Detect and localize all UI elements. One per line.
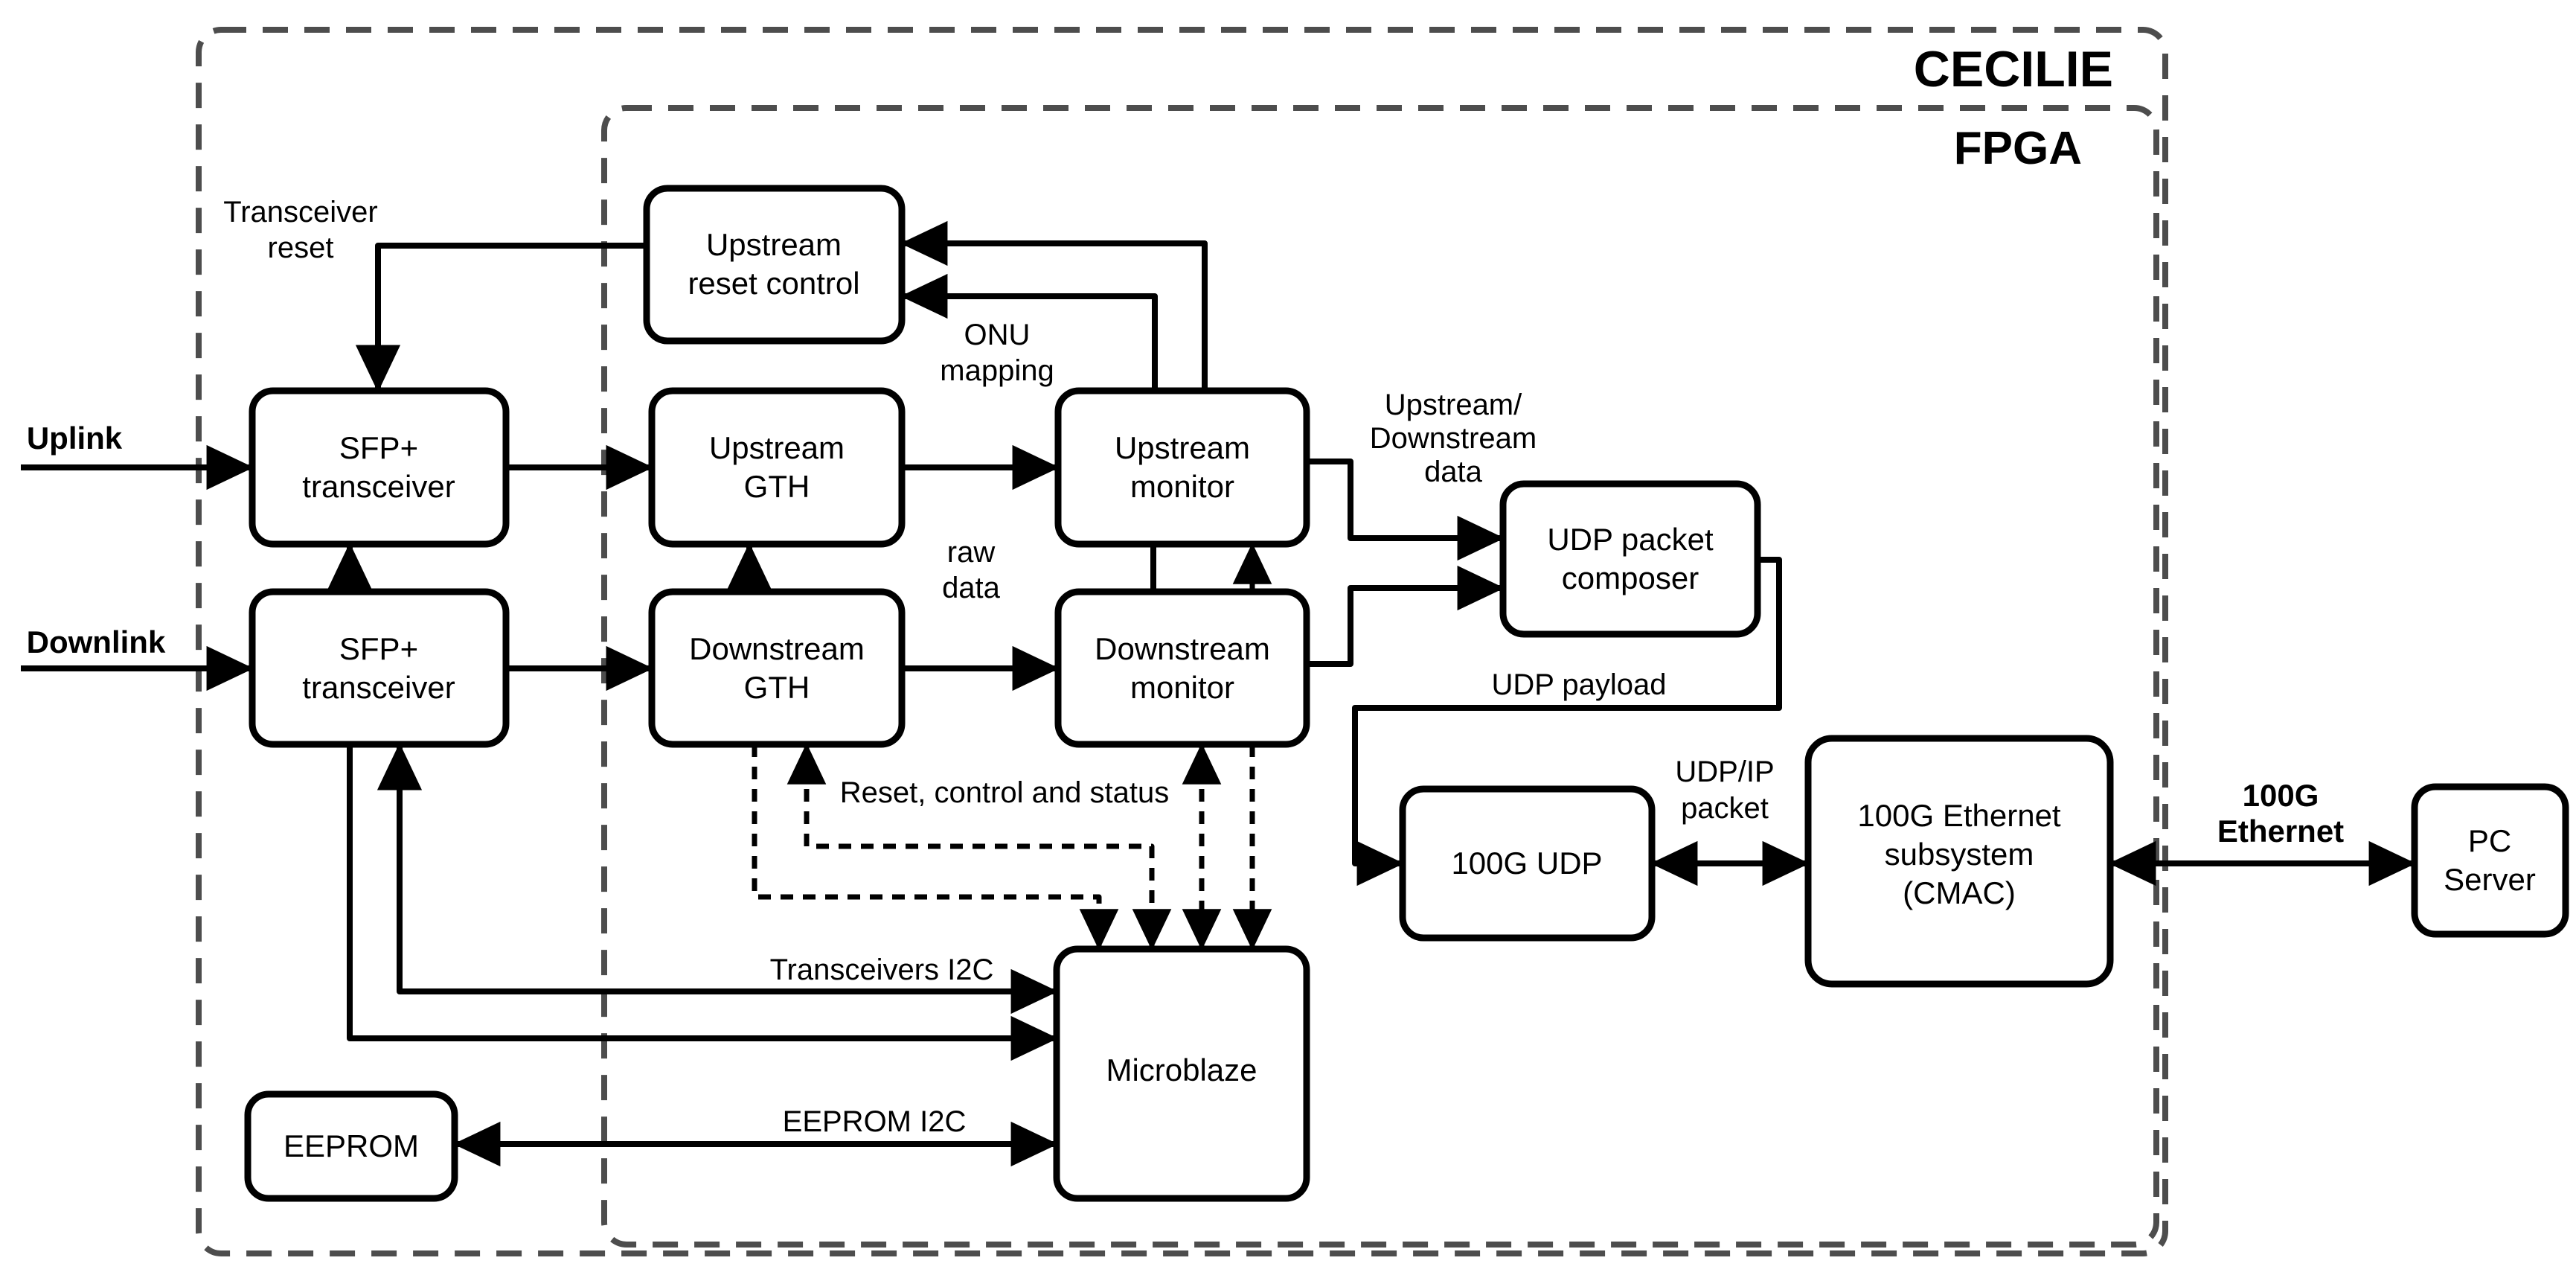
- upstream-gth-box: [648, 387, 906, 548]
- eeprom-i2c-label: EEPROM I2C: [783, 1105, 967, 1138]
- udp-payload-label: UDP payload: [1492, 668, 1667, 701]
- upstream-monitor-box: [1054, 387, 1310, 548]
- upstream-monitor-to-composer: [1307, 459, 1505, 561]
- fpga-title: FPGA: [1954, 123, 2082, 174]
- block-eeprom: EEPROM: [244, 1090, 458, 1202]
- microblaze-box: [1053, 945, 1310, 1202]
- svg-text:100G UDP: 100G UDP: [1451, 846, 1602, 881]
- eeprom-label: EEPROM: [283, 1128, 419, 1163]
- sfp-downlink-label: SFP+: [339, 631, 418, 666]
- udp-packet-composer-label: UDP packet: [1547, 522, 1714, 557]
- svg-text:Microblaze: Microblaze: [1106, 1052, 1257, 1087]
- udp-payload-path: [1352, 557, 1782, 887]
- monitor-to-reset-control-upper: [900, 220, 1208, 392]
- sfp-downlink-box: [249, 588, 510, 748]
- downstream-gth-box: [648, 588, 906, 748]
- transceivers-i2c-line: [377, 743, 1058, 1015]
- downlink-label: Downlink: [27, 624, 166, 659]
- upstream-monitor-label: Upstream: [1115, 430, 1250, 465]
- transceivers-i2c-label: Transceivers I2C: [770, 953, 994, 986]
- svg-text:SFP+transceiver: SFP+transceiver: [302, 631, 455, 705]
- ctrl-downstream-gth-dashed-upper: [786, 743, 1172, 951]
- sfp-to-microblaze-line: [347, 744, 1058, 1061]
- downstream-monitor-box: [1054, 588, 1310, 748]
- block-sfp-transceiver-downlink: SFP+transceiver: [249, 588, 510, 748]
- cecilie-board-boundary: [196, 27, 2168, 1256]
- block-100g-udp: 100G UDP: [1399, 785, 1656, 942]
- connectors-dashed: [752, 543, 1272, 951]
- uplink-label: Uplink: [27, 421, 123, 456]
- 100g-udp-box: [1399, 785, 1656, 942]
- fpga-boundary: [601, 105, 2159, 1248]
- downstream-monitor-label: Downstream: [1095, 631, 1270, 666]
- svg-text:EEPROM: EEPROM: [283, 1128, 419, 1163]
- sfp-uplink-label: SFP+: [339, 430, 418, 465]
- microblaze-label: Microblaze: [1106, 1052, 1257, 1087]
- svg-text:SFP+transceiver: SFP+transceiver: [302, 430, 455, 504]
- monitor-to-reset-control-lower: [900, 273, 1158, 392]
- cecilie-title: CECILIE: [1914, 41, 2113, 98]
- pc-server-label: PC: [2468, 823, 2511, 858]
- upstream-reset-control-label: Upstream: [706, 227, 842, 262]
- connectors-solid: [21, 220, 2416, 1167]
- reset-control-status-label: Reset, control and status: [840, 776, 1169, 809]
- pc-server-box: [2411, 783, 2569, 938]
- block-sfp-transceiver-uplink: SFP+transceiver: [249, 387, 510, 548]
- upstream-gth-label: Upstream: [709, 430, 845, 465]
- cmac-label: 100G Ethernet: [1857, 798, 2061, 833]
- downstream-monitor-to-composer: [1307, 565, 1505, 667]
- sfp-uplink-box: [249, 387, 510, 548]
- downstream-gth-label: Downstream: [689, 631, 865, 666]
- block-microblaze: Microblaze: [1053, 945, 1310, 1202]
- 100g-udp-label: 100G UDP: [1451, 846, 1602, 881]
- upstream-reset-control-box: [643, 185, 906, 345]
- udp-packet-composer-box: [1499, 480, 1761, 638]
- eeprom-box: [244, 1090, 458, 1202]
- ctrl-downstream-gth-dashed-lower: [752, 744, 1119, 951]
- transceiver-reset-path: [355, 243, 647, 392]
- cmac-box: [1804, 735, 2114, 988]
